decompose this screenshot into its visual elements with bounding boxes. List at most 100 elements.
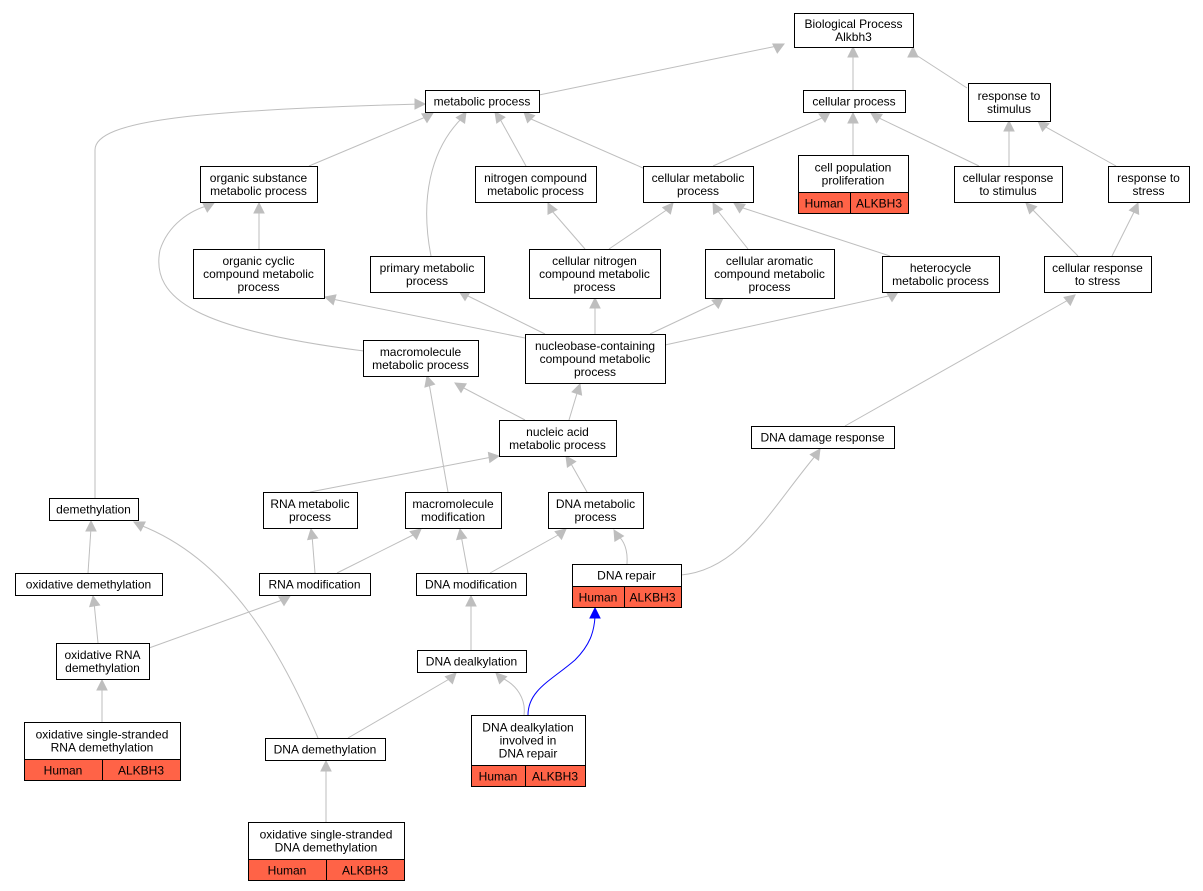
go-term-node-dna-mod[interactable]: DNA modification bbox=[416, 573, 527, 596]
node-box bbox=[529, 249, 661, 299]
node-label: process bbox=[406, 274, 448, 288]
edge-arrowhead bbox=[907, 45, 919, 58]
go-term-node-dna-demeth[interactable]: DNA demethylation bbox=[265, 738, 386, 761]
node-box bbox=[193, 249, 325, 299]
edge-arrowhead bbox=[455, 527, 468, 541]
node-label: cellular metabolic bbox=[652, 171, 745, 185]
edge-arrowhead bbox=[85, 519, 97, 532]
node-box bbox=[1108, 166, 1190, 203]
annotation-band bbox=[572, 586, 682, 608]
graph-edge bbox=[712, 117, 823, 167]
edge-arrowhead bbox=[809, 448, 821, 461]
go-term-node-oxidative-demeth[interactable]: oxidative demethylation bbox=[15, 573, 163, 596]
graph-edge bbox=[1029, 206, 1079, 257]
node-label: metabolic process bbox=[434, 95, 531, 109]
node-label: demethylation bbox=[65, 661, 140, 675]
graph-edge bbox=[876, 116, 980, 167]
node-label: metabolic process bbox=[509, 438, 606, 452]
graph-edge bbox=[336, 533, 416, 574]
edge-arrowhead bbox=[589, 296, 601, 309]
edge-arrowhead bbox=[278, 595, 291, 607]
node-label: macromolecule bbox=[412, 497, 494, 511]
node-label: process bbox=[574, 365, 616, 379]
node-box bbox=[548, 492, 644, 529]
annotation-species: Human bbox=[805, 197, 844, 211]
node-label: heterocycle bbox=[910, 261, 972, 275]
go-term-node-dna-damage[interactable]: DNA damage response bbox=[751, 426, 895, 449]
node-box bbox=[416, 573, 527, 596]
node-label: cellular response bbox=[1052, 261, 1143, 275]
go-term-node-rna-mod[interactable]: RNA modification bbox=[259, 573, 371, 596]
annotation-band bbox=[471, 765, 586, 787]
node-label: cellular response bbox=[963, 171, 1054, 185]
go-term-node-metabolic[interactable]: metabolic process bbox=[425, 90, 540, 113]
node-box bbox=[49, 498, 139, 521]
node-label: process bbox=[289, 510, 331, 524]
node-label: process bbox=[748, 280, 790, 294]
edge-arrowhead bbox=[409, 528, 422, 541]
graph-edge bbox=[499, 118, 527, 167]
edge-arrowhead bbox=[661, 202, 674, 215]
edge-arrowhead bbox=[1037, 120, 1050, 133]
node-box bbox=[1044, 256, 1152, 293]
go-term-node-demethylation[interactable]: demethylation bbox=[49, 498, 139, 521]
edge-arrowhead bbox=[886, 291, 899, 303]
annotation-gene: ALKBH3 bbox=[532, 770, 578, 784]
graph-edge bbox=[87, 527, 92, 574]
node-box bbox=[200, 166, 318, 203]
edge-arrowhead bbox=[547, 202, 558, 215]
node-label: DNA demethylation bbox=[275, 841, 378, 855]
node-label: to stress bbox=[1075, 274, 1120, 288]
go-term-node-dna-dealkylation[interactable]: DNA dealkylation bbox=[417, 650, 527, 673]
go-term-node-cellular[interactable]: cellular process bbox=[803, 90, 906, 113]
edge-arrowhead bbox=[424, 374, 436, 388]
node-label: Biological Process bbox=[804, 17, 902, 31]
edge-arrowhead bbox=[571, 382, 583, 396]
node-box bbox=[751, 426, 895, 449]
graph-edge bbox=[649, 301, 719, 335]
node-label: nitrogen compound bbox=[484, 171, 587, 185]
edge-arrowhead bbox=[818, 111, 831, 123]
edge-arrowhead bbox=[88, 594, 101, 608]
node-label: modification bbox=[421, 510, 485, 524]
node-label: DNA dealkylation bbox=[482, 720, 573, 734]
node-label: cell population bbox=[815, 160, 892, 174]
graph-edge bbox=[426, 117, 463, 257]
graph-edge bbox=[93, 601, 99, 644]
node-label: process bbox=[677, 184, 719, 198]
node-label: oxidative RNA bbox=[64, 648, 140, 662]
graph-arrowheads bbox=[85, 43, 1140, 772]
node-label: process bbox=[237, 280, 279, 294]
node-box bbox=[15, 573, 163, 596]
node-label: organic cyclic bbox=[222, 254, 294, 268]
edge-arrowhead bbox=[202, 202, 215, 213]
node-label: response to bbox=[978, 89, 1041, 103]
graph-edge bbox=[530, 118, 644, 169]
edge-arrowhead bbox=[320, 759, 332, 772]
